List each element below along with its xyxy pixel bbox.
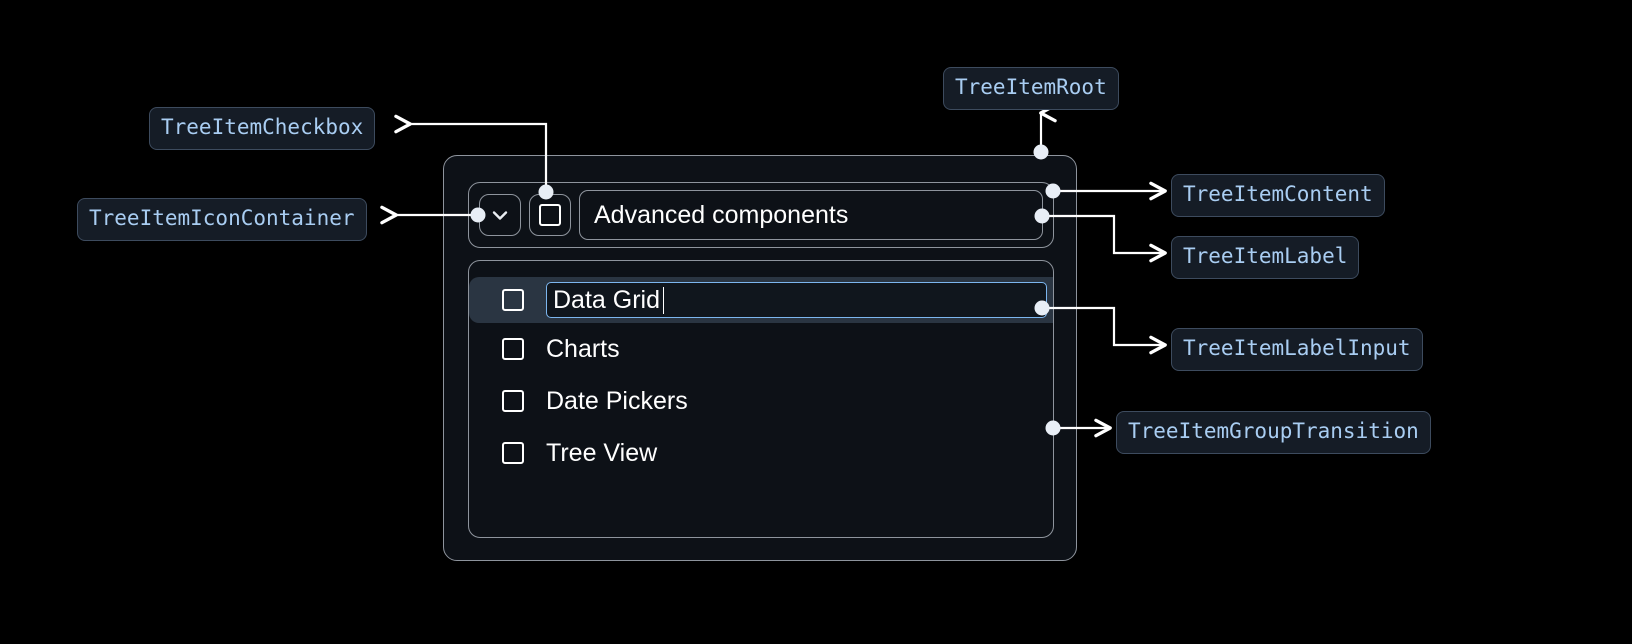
checkbox-box-icon[interactable]	[502, 289, 524, 311]
tree-item-icon-container[interactable]	[479, 194, 521, 236]
checkbox-box-icon[interactable]	[502, 338, 524, 360]
tree-item-label-input[interactable]: Data Grid	[546, 282, 1047, 318]
annotation-label-tree-item-label: TreeItemLabel	[1171, 236, 1360, 279]
annotation-label-tree-item-checkbox: TreeItemCheckbox	[149, 107, 376, 150]
tree-row[interactable]: Data Grid	[469, 277, 1053, 323]
annotation-label-tree-item-icon-container: TreeItemIconContainer	[77, 198, 367, 241]
tree-row[interactable]: Date Pickers	[469, 375, 1053, 427]
tree-item-label[interactable]: Advanced components	[579, 190, 1043, 240]
tree-item-label-text: Charts	[546, 334, 620, 363]
tree-item-label-text: Tree View	[546, 438, 658, 467]
tree-item-label-input-value: Data Grid	[553, 285, 660, 314]
checkbox-box-icon[interactable]	[539, 204, 561, 226]
checkbox-box-icon[interactable]	[502, 442, 524, 464]
tree-item-label-text: Advanced components	[594, 200, 849, 229]
text-caret	[662, 286, 665, 314]
tree-item-checkbox[interactable]	[529, 194, 571, 236]
chevron-down-icon	[488, 203, 512, 227]
annotation-label-tree-item-label-input: TreeItemLabelInput	[1171, 328, 1423, 371]
tree-item-label-text: Date Pickers	[546, 386, 688, 415]
annotation-label-tree-item-content: TreeItemContent	[1171, 174, 1385, 217]
annotation-label-tree-item-root: TreeItemRoot	[943, 67, 1119, 110]
checkbox-box-icon[interactable]	[502, 390, 524, 412]
tree-row[interactable]: Charts	[469, 323, 1053, 375]
tree-row[interactable]: Tree View	[469, 427, 1053, 479]
tree-item-root[interactable]: Advanced components Data Grid Charts Dat…	[443, 155, 1077, 561]
tree-item-content[interactable]: Advanced components	[468, 182, 1054, 248]
tree-item-group-transition: Data Grid Charts Date Pickers Tree View	[468, 260, 1054, 538]
annotation-label-tree-item-group-transition: TreeItemGroupTransition	[1116, 411, 1431, 454]
